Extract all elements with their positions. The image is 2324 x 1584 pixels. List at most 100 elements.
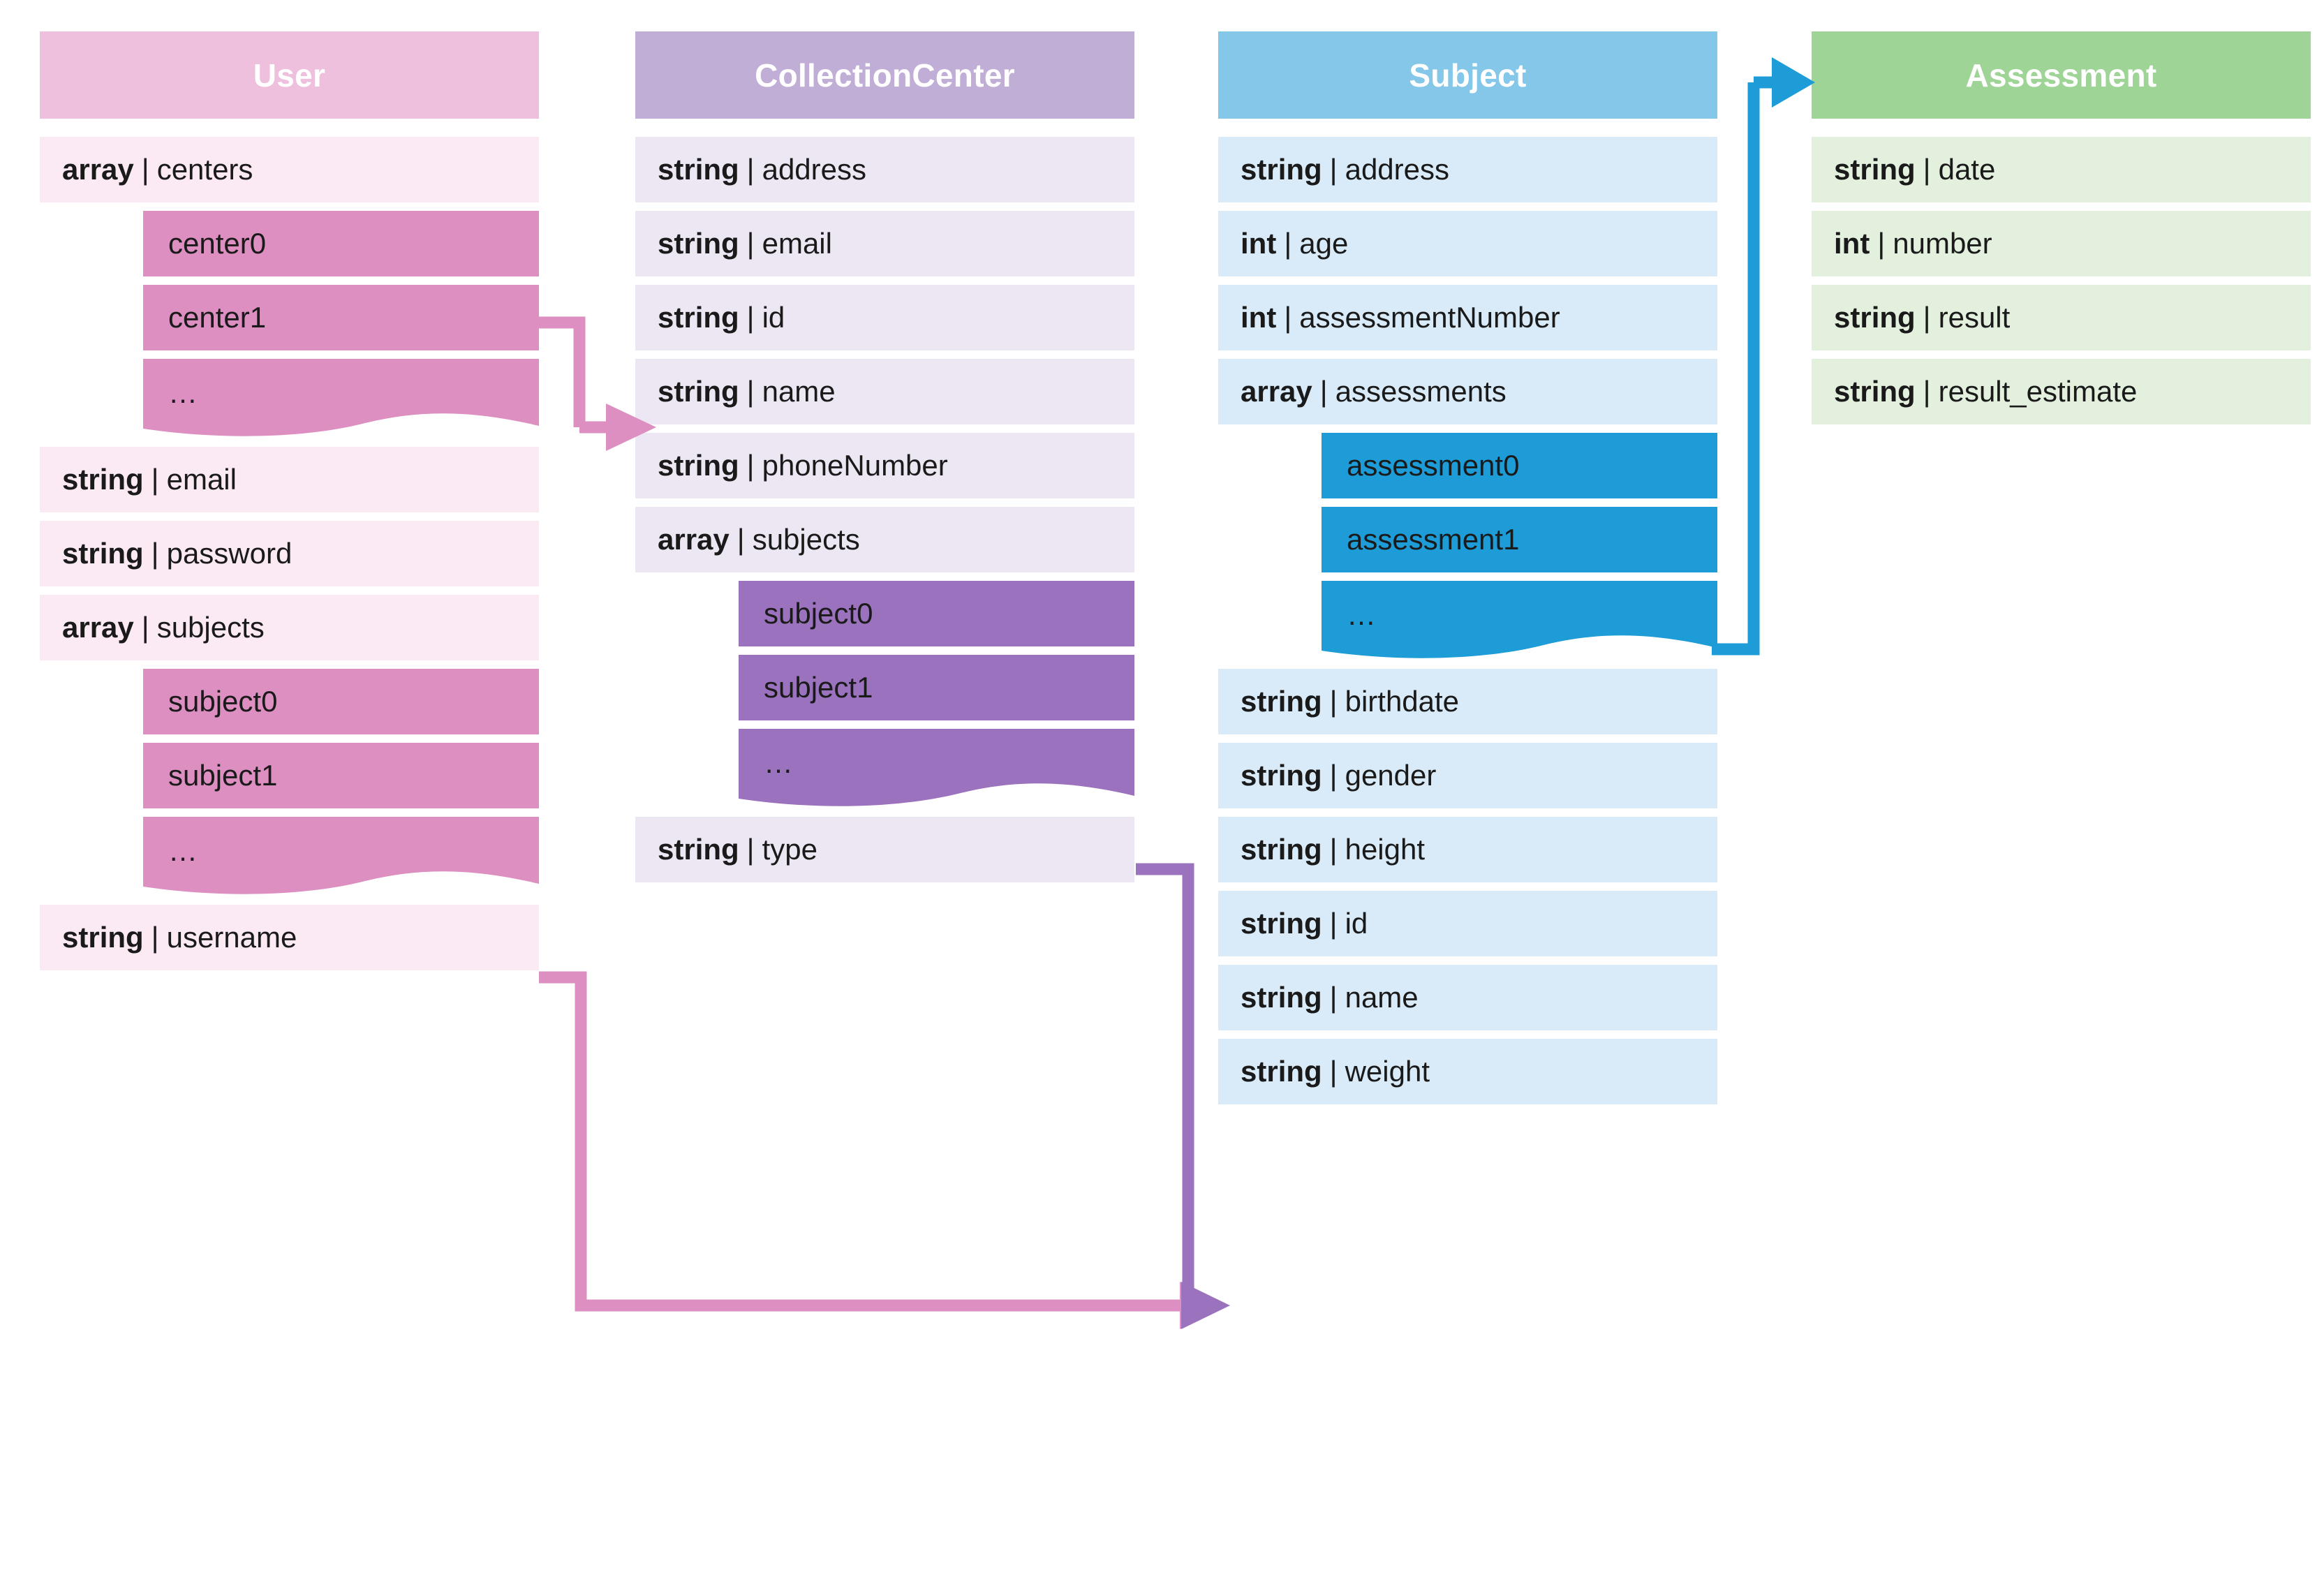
field-separator: | (1319, 375, 1328, 408)
field-type: string (658, 153, 739, 186)
nested-item-label: subject0 (764, 597, 873, 630)
nested-ellipsis-row[interactable]: … (143, 359, 539, 436)
nested-item-row[interactable]: subject0 (143, 669, 539, 734)
field-row[interactable]: string|birthdate (1218, 669, 1717, 734)
field-name: centers (156, 153, 253, 186)
connector-center-subject0-to-subject-id (1136, 863, 1230, 1329)
entity-header-assessment[interactable]: Assessment (1812, 31, 2311, 119)
field-name: name (762, 375, 836, 408)
ellipsis-label: … (1347, 598, 1376, 631)
nested-ellipsis-row[interactable]: … (143, 817, 539, 894)
field-separator: | (1923, 375, 1931, 408)
nested-item-row[interactable]: subject1 (739, 655, 1134, 720)
field-type: string (1241, 833, 1322, 866)
field-separator: | (1329, 907, 1338, 940)
field-name: subjects (752, 523, 860, 556)
field-name: result (1938, 301, 2011, 334)
field-row[interactable]: string|id (635, 285, 1134, 350)
field-row[interactable]: array|subjects (40, 595, 539, 660)
field-type: array (62, 611, 134, 644)
field-separator: | (151, 921, 159, 954)
field-row[interactable]: string|id (1218, 891, 1717, 956)
field-row[interactable]: array|subjects (635, 507, 1134, 572)
field-type: string (1241, 1055, 1322, 1088)
field-row[interactable]: string|gender (1218, 743, 1717, 808)
field-type: string (658, 301, 739, 334)
nested-item-row[interactable]: subject0 (739, 581, 1134, 646)
field-row[interactable]: string|password (40, 521, 539, 586)
field-name: assessmentNumber (1299, 301, 1560, 334)
field-type: array (1241, 375, 1312, 408)
field-type: string (1241, 759, 1322, 792)
field-separator: | (1329, 981, 1338, 1014)
ellipsis-label: … (168, 376, 198, 409)
field-row[interactable]: string|weight (1218, 1039, 1717, 1104)
field-type: string (658, 833, 739, 866)
field-row[interactable]: int|number (1812, 211, 2311, 276)
field-type: int (1241, 301, 1277, 334)
field-name: name (1345, 981, 1419, 1014)
field-row[interactable]: string|address (1218, 137, 1717, 202)
nested-ellipsis-row[interactable]: … (739, 729, 1134, 806)
field-type: string (1241, 907, 1322, 940)
field-name: email (762, 227, 832, 260)
field-row[interactable]: string|phoneNumber (635, 433, 1134, 498)
entity-assessment: Assessment string|date int|number string|re… (1812, 31, 2311, 433)
field-row[interactable]: string|date (1812, 137, 2311, 202)
nested-item-label: center1 (168, 301, 267, 334)
field-row[interactable]: array|assessments (1218, 359, 1717, 424)
torn-edge-shape (143, 817, 539, 894)
field-row[interactable]: string|email (635, 211, 1134, 276)
nested-item-row[interactable]: center0 (143, 211, 539, 276)
field-row[interactable]: int|age (1218, 211, 1717, 276)
field-name: age (1299, 227, 1349, 260)
entity-header-user[interactable]: User (40, 31, 539, 119)
field-name: phoneNumber (762, 449, 948, 482)
field-row[interactable]: int|assessmentNumber (1218, 285, 1717, 350)
entity-header-subject[interactable]: Subject (1218, 31, 1717, 119)
field-row[interactable]: string|result (1812, 285, 2311, 350)
field-row[interactable]: string|result_estimate (1812, 359, 2311, 424)
torn-edge-shape (739, 729, 1134, 806)
field-separator: | (1877, 227, 1886, 260)
nested-item-row[interactable]: center1 (143, 285, 539, 350)
field-row[interactable]: string|name (1218, 965, 1717, 1030)
field-row[interactable]: string|height (1218, 817, 1717, 882)
connector-user-subject0-to-subject-id (539, 971, 1229, 1329)
field-type: array (62, 153, 134, 186)
field-row[interactable]: string|username (40, 905, 539, 970)
field-name: type (762, 833, 817, 866)
nested-item-row[interactable]: assessment1 (1322, 507, 1717, 572)
nested-item-label: center0 (168, 227, 267, 260)
nested-item-row[interactable]: subject1 (143, 743, 539, 808)
field-row[interactable]: array|centers (40, 137, 539, 202)
ellipsis-label: … (168, 834, 198, 867)
field-row[interactable]: string|email (40, 447, 539, 512)
field-separator: | (1329, 833, 1338, 866)
field-name: subjects (156, 611, 265, 644)
nested-item-row[interactable]: assessment0 (1322, 433, 1717, 498)
field-type: string (1241, 153, 1322, 186)
field-name: gender (1345, 759, 1437, 792)
field-name: birthdate (1345, 685, 1460, 718)
field-row[interactable]: string|name (635, 359, 1134, 424)
field-row[interactable]: string|type (635, 817, 1134, 882)
entity-header-collectioncenter[interactable]: CollectionCenter (635, 31, 1134, 119)
field-type: string (1241, 685, 1322, 718)
torn-edge-shape (1322, 581, 1717, 658)
field-name: assessments (1335, 375, 1507, 408)
field-type: int (1241, 227, 1277, 260)
nested-item-label: assessment0 (1347, 449, 1520, 482)
field-type: int (1834, 227, 1870, 260)
field-separator: | (1284, 227, 1292, 260)
field-separator: | (1329, 685, 1338, 718)
field-name: date (1938, 153, 1996, 186)
field-list-assessment: string|date int|number string|result string… (1812, 137, 2311, 424)
field-row[interactable]: string|address (635, 137, 1134, 202)
nested-ellipsis-row[interactable]: … (1322, 581, 1717, 658)
field-separator: | (746, 449, 755, 482)
